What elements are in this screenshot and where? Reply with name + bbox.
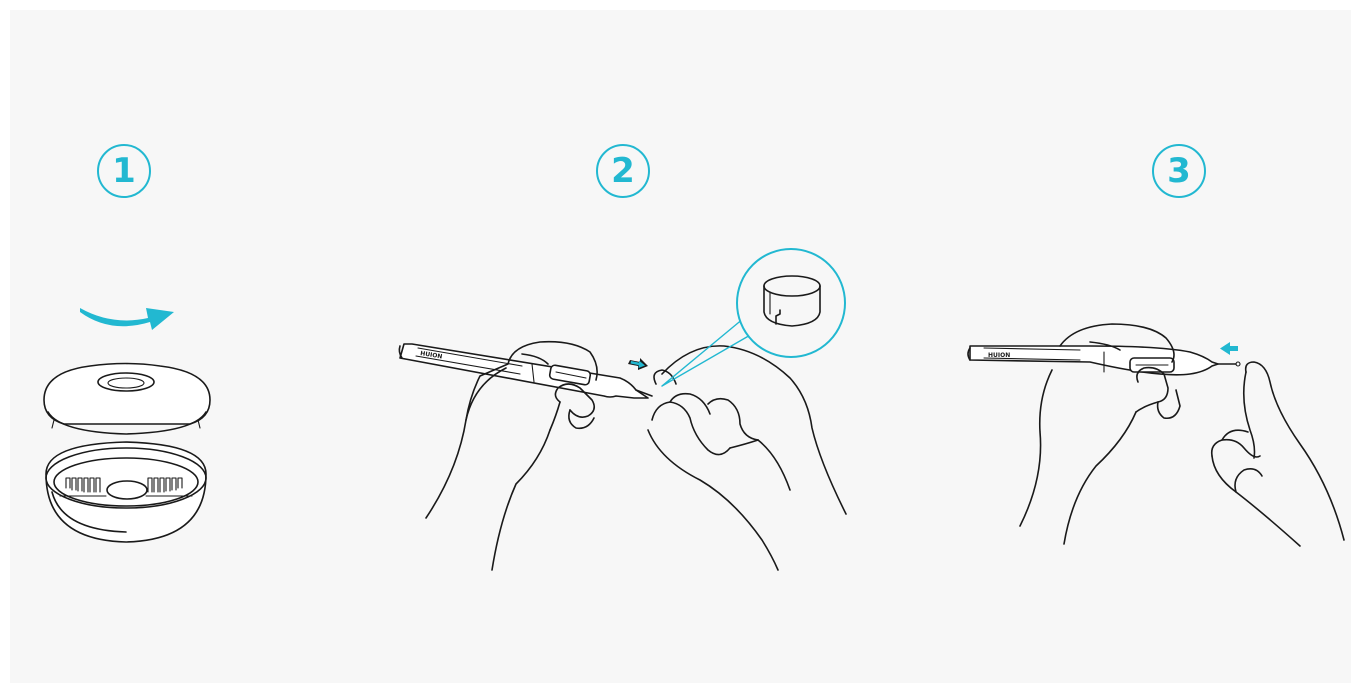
step-2-illustration: HUION — [398, 248, 847, 571]
step-3-badge: 3 — [1152, 144, 1206, 198]
case-base — [45, 441, 207, 543]
right-hand — [1210, 361, 1345, 547]
step-1-illustration — [43, 308, 211, 543]
pen-brand-label: HUION — [988, 352, 1010, 359]
arrow-left-icon — [1220, 342, 1238, 355]
step-1-number: 1 — [112, 151, 136, 191]
nib-clip-callout — [661, 248, 846, 387]
pen: HUION — [398, 343, 653, 399]
step-3-illustration: HUION — [967, 323, 1345, 547]
right-hand — [647, 345, 847, 571]
step-1-badge: 1 — [97, 144, 151, 198]
arrow-right-icon — [628, 358, 648, 370]
pen: HUION — [967, 345, 1241, 376]
pen-brand-label: HUION — [420, 350, 443, 360]
step-3-number: 3 — [1167, 151, 1191, 191]
step-2-number: 2 — [611, 151, 635, 191]
step-2-badge: 2 — [596, 144, 650, 198]
curved-arrow-right-icon — [80, 308, 174, 330]
case-lid — [43, 362, 211, 435]
left-hand — [425, 340, 598, 571]
left-hand — [1019, 323, 1181, 545]
